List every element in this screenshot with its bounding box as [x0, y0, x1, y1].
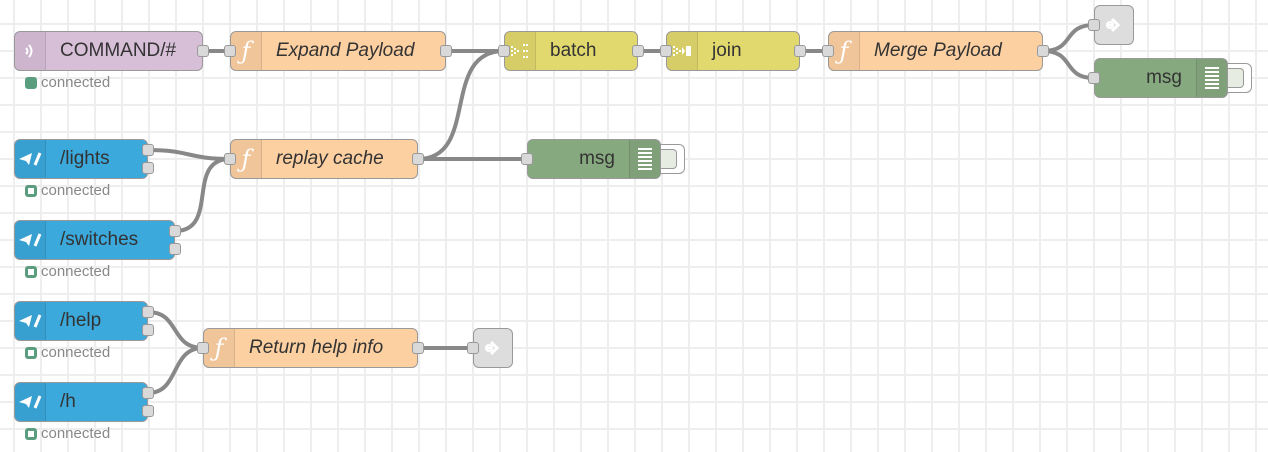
node-label: Expand Payload [276, 40, 415, 61]
wire-merge-to-debug[interactable] [1042, 49, 1095, 80]
wire-merge-to-linkout[interactable] [1042, 23, 1095, 53]
function-icon: ƒ [231, 32, 262, 70]
input-port[interactable] [467, 342, 479, 354]
node-label: Merge Payload [874, 40, 1002, 61]
function-icon: ƒ [829, 32, 860, 70]
status-ring-icon [25, 184, 37, 197]
function-node-return-help-info[interactable]: ƒ Return help info [203, 328, 418, 368]
batch-icon [505, 32, 536, 70]
output-port-1[interactable] [169, 225, 181, 237]
input-port[interactable] [498, 45, 510, 57]
telegram-icon [15, 302, 46, 340]
output-port[interactable] [197, 45, 209, 57]
input-port[interactable] [660, 45, 672, 57]
status-text: connected [41, 74, 111, 91]
telegram-icon [15, 383, 46, 421]
status-indicator: connected [25, 74, 110, 91]
wire-help-to-return[interactable] [147, 310, 204, 350]
wire-lights-to-replay[interactable] [147, 148, 231, 161]
output-port-2[interactable] [169, 243, 181, 255]
telegram-node-h[interactable]: /h [14, 382, 148, 422]
link-out-icon [474, 329, 512, 367]
status-text: connected [41, 263, 111, 280]
status-indicator: connected [25, 344, 110, 361]
debug-toggle-button[interactable] [659, 144, 685, 174]
input-port[interactable] [1088, 72, 1100, 84]
status-ring-icon [25, 346, 37, 359]
function-icon: ƒ [204, 329, 235, 367]
status-ring-icon [25, 427, 37, 440]
output-port-1[interactable] [142, 144, 154, 156]
input-port[interactable] [1088, 19, 1100, 31]
wire-h-to-return[interactable] [147, 346, 204, 395]
telegram-node-switches[interactable]: /switches [14, 220, 175, 260]
output-port[interactable] [632, 45, 644, 57]
debug-icon [629, 140, 660, 178]
output-port[interactable] [1037, 45, 1049, 57]
mqtt-in-node-command[interactable]: COMMAND/# [14, 31, 203, 71]
debug-toggle-button[interactable] [1226, 63, 1252, 93]
telegram-node-help[interactable]: /help [14, 301, 148, 341]
node-label: COMMAND/# [60, 40, 177, 61]
function-icon: ƒ [231, 140, 262, 178]
output-port[interactable] [440, 45, 452, 57]
input-port[interactable] [822, 45, 834, 57]
node-label: /lights [60, 148, 110, 169]
join-node[interactable]: join [666, 31, 800, 71]
debug-node-top[interactable]: msg [1094, 58, 1228, 98]
input-port[interactable] [521, 153, 533, 165]
status-indicator: connected [25, 263, 110, 280]
node-label: batch [550, 40, 597, 61]
node-label: replay cache [276, 148, 384, 169]
node-label: /h [60, 391, 76, 412]
wire-replay-to-batch[interactable] [417, 49, 505, 161]
node-label: msg [1146, 67, 1182, 88]
output-port-2[interactable] [142, 324, 154, 336]
output-port-2[interactable] [142, 405, 154, 417]
output-port[interactable] [412, 342, 424, 354]
output-port-1[interactable] [142, 306, 154, 318]
status-text: connected [41, 425, 111, 442]
telegram-icon [15, 140, 46, 178]
link-out-icon [1095, 6, 1133, 44]
debug-icon [1196, 59, 1227, 97]
status-indicator: connected [25, 182, 110, 199]
wire-switches-to-replay[interactable] [174, 157, 231, 233]
link-out-node-bottom[interactable] [473, 328, 513, 368]
status-dot-icon [25, 76, 37, 89]
status-ring-icon [25, 265, 37, 278]
batch-node[interactable]: batch [504, 31, 638, 71]
node-label: Return help info [249, 337, 384, 358]
function-node-expand-payload[interactable]: ƒ Expand Payload [230, 31, 446, 71]
output-port-2[interactable] [142, 162, 154, 174]
link-out-node-top[interactable] [1094, 5, 1134, 45]
function-node-merge-payload[interactable]: ƒ Merge Payload [828, 31, 1043, 71]
node-label: /help [60, 310, 102, 331]
input-port[interactable] [224, 153, 236, 165]
node-label: join [712, 40, 742, 61]
function-node-replay-cache[interactable]: ƒ replay cache [230, 139, 418, 179]
telegram-node-lights[interactable]: /lights [14, 139, 148, 179]
input-port[interactable] [224, 45, 236, 57]
status-text: connected [41, 344, 111, 361]
debug-node-middle[interactable]: msg [527, 139, 661, 179]
output-port-1[interactable] [142, 387, 154, 399]
node-label: /switches [60, 229, 139, 250]
status-indicator: connected [25, 425, 110, 442]
output-port[interactable] [412, 153, 424, 165]
join-icon [667, 32, 698, 70]
status-text: connected [41, 182, 111, 199]
telegram-icon [15, 221, 46, 259]
node-label: msg [579, 148, 615, 169]
output-port[interactable] [794, 45, 806, 57]
mqtt-icon [15, 32, 46, 70]
input-port[interactable] [197, 342, 209, 354]
